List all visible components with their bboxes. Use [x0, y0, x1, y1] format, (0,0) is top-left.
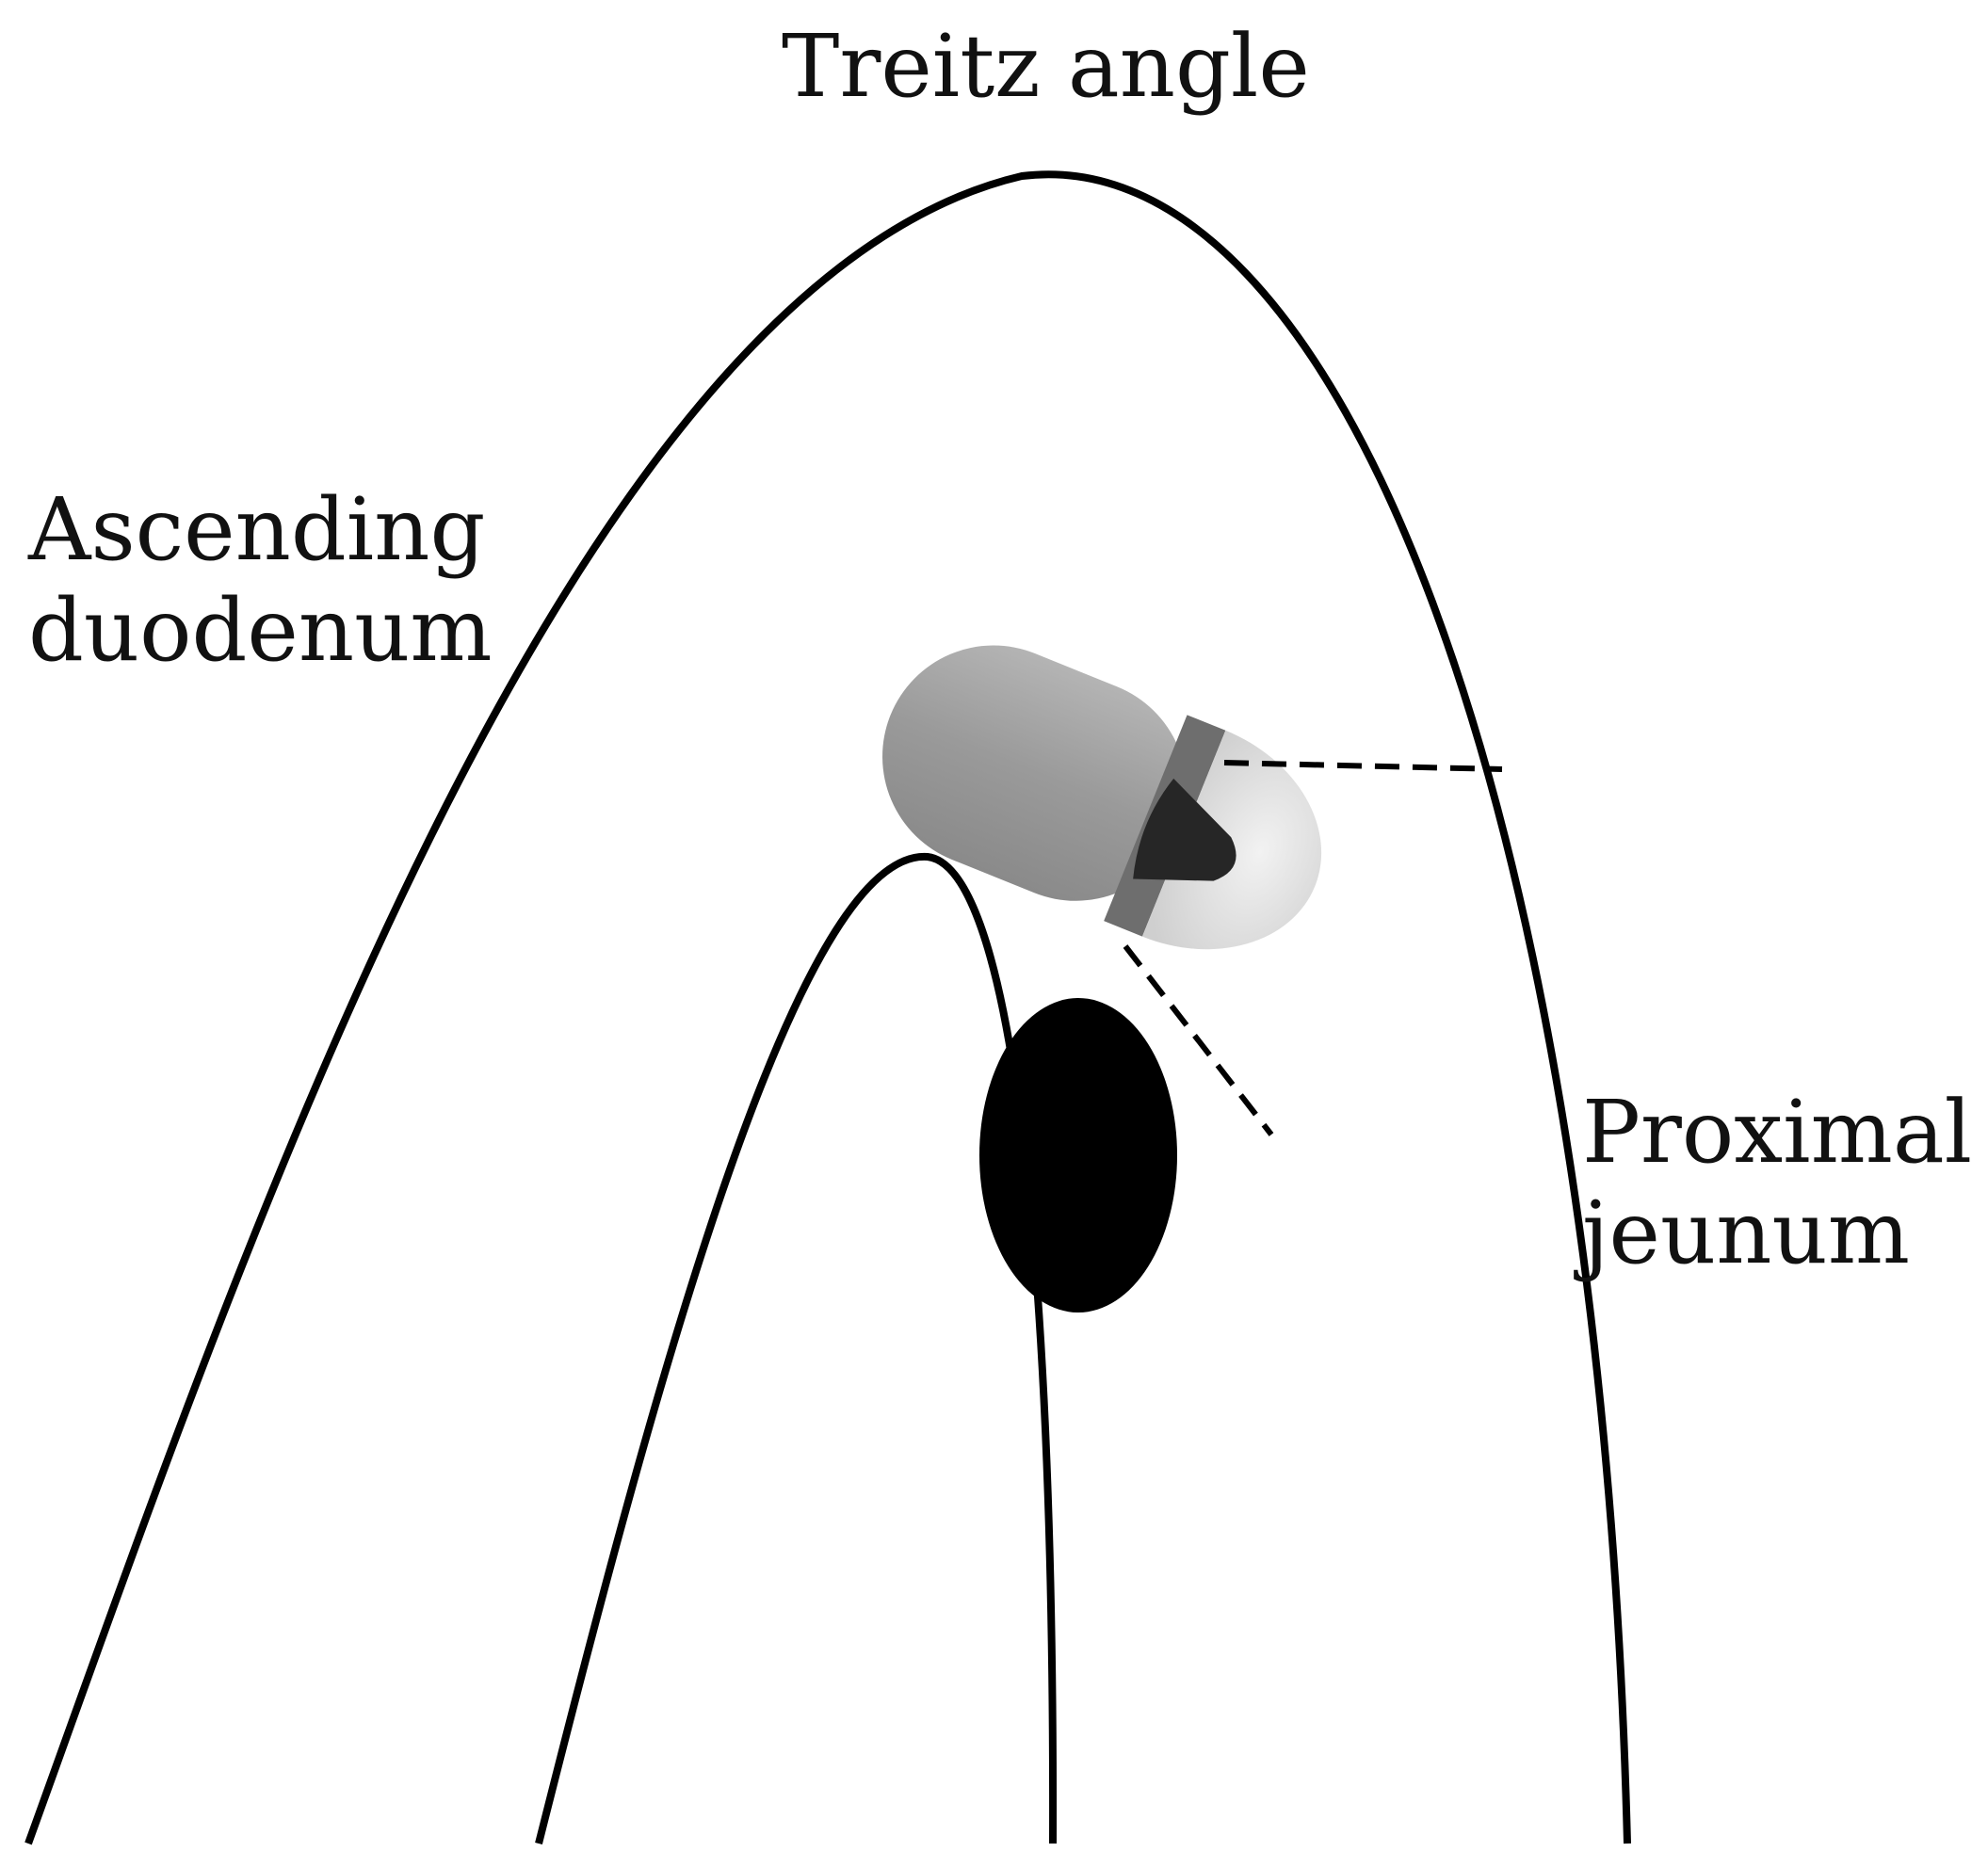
inner-intestinal-wall	[535, 852, 1058, 1844]
label-ascending-duodenum: Ascending duodenum	[28, 479, 493, 681]
label-proximal-line2: jeunum	[1582, 1182, 1910, 1283]
label-treitz-angle: Treitz angle	[782, 16, 1310, 118]
capsule-lens	[1133, 778, 1236, 881]
label-ascending-line2: duodenum	[28, 579, 493, 681]
lesion-marker	[979, 998, 1177, 1312]
label-proximal-line1: Proximal	[1582, 1082, 1973, 1183]
field-of-view-upper-line	[1223, 760, 1503, 772]
capsule-endoscope-icon	[882, 645, 1322, 950]
label-proximal-jejunum: Proximal jeunum	[1582, 1082, 1973, 1283]
field-of-view-lower-line	[1123, 944, 1274, 1136]
label-treitz-angle-text: Treitz angle	[782, 16, 1310, 117]
outer-intestinal-wall	[24, 170, 1631, 1845]
label-ascending-line1: Ascending	[28, 479, 486, 580]
